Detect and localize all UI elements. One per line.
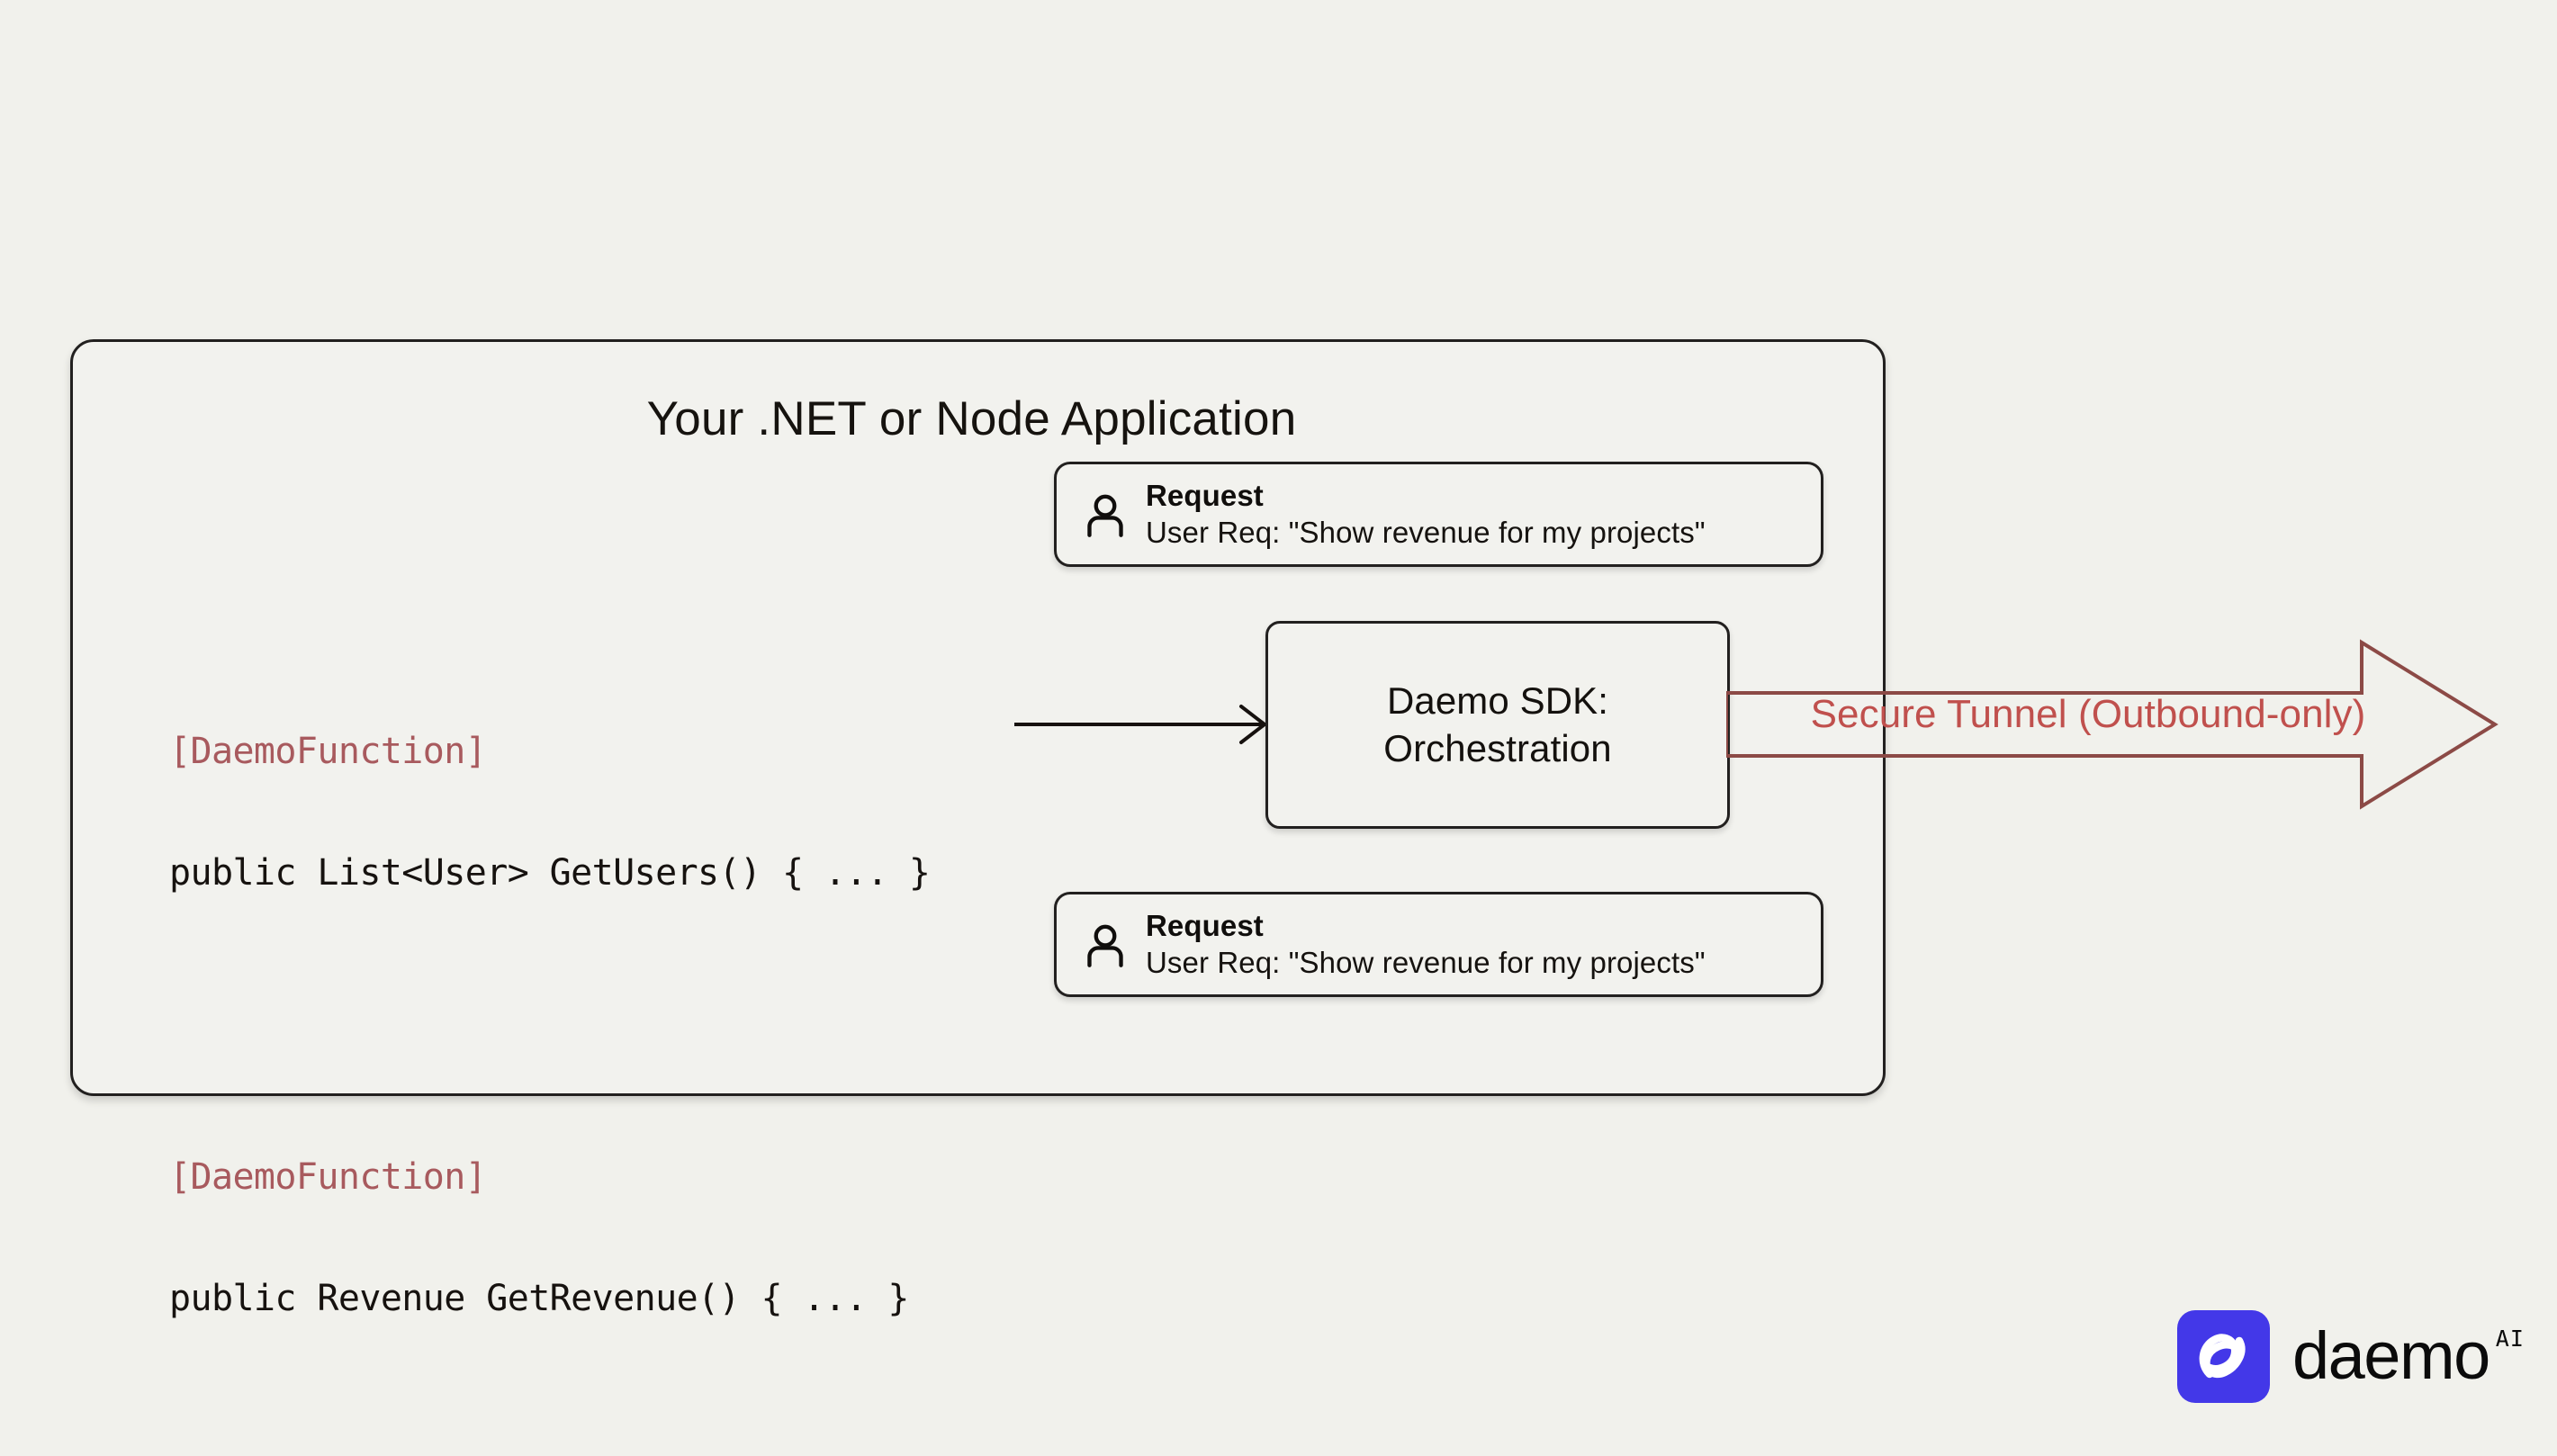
brand-logo: daemo AI bbox=[2177, 1310, 2525, 1403]
request-card-top: Request User Req: "Show revenue for my p… bbox=[1054, 462, 1823, 567]
request-card-bottom: Request User Req: "Show revenue for my p… bbox=[1054, 892, 1823, 997]
request-text-block: Request User Req: "Show revenue for my p… bbox=[1146, 908, 1706, 981]
sdk-title-line2: Orchestration bbox=[1383, 726, 1612, 769]
request-title: Request bbox=[1146, 479, 1264, 513]
code-snippet: [DaemoFunction] public List<User> GetUse… bbox=[169, 589, 931, 1456]
secure-tunnel-arrow-icon bbox=[1726, 639, 2498, 810]
code-attribute-daemofunction: [DaemoFunction] bbox=[169, 1156, 487, 1198]
code-signature-getrevenue: public Revenue GetRevenue() { ... } bbox=[169, 1278, 909, 1319]
brand-superscript: AI bbox=[2495, 1326, 2525, 1353]
brand-wordmark: daemo AI bbox=[2292, 1318, 2525, 1394]
request-text-block: Request User Req: "Show revenue for my p… bbox=[1146, 478, 1706, 551]
code-attribute-daemofunction: [DaemoFunction] bbox=[169, 731, 487, 772]
secure-tunnel-label: Secure Tunnel (Outbound-only) bbox=[1810, 692, 2366, 736]
brand-name: daemo bbox=[2292, 1318, 2490, 1394]
request-title: Request bbox=[1146, 909, 1264, 943]
application-title: Your .NET or Node Application bbox=[646, 392, 1297, 445]
user-icon bbox=[1087, 494, 1123, 537]
code-group-getrevenue: [DaemoFunction] public Revenue GetRevenu… bbox=[169, 1087, 930, 1389]
request-body: User Req: "Show revenue for my projects" bbox=[1146, 945, 1706, 979]
code-signature-getusers: public List<User> GetUsers() { ... } bbox=[169, 852, 931, 894]
sdk-orchestration-box: Daemo SDK: Orchestration bbox=[1265, 621, 1730, 829]
user-icon bbox=[1087, 924, 1123, 967]
code-group-getusers: [DaemoFunction] public List<User> GetUse… bbox=[169, 661, 931, 963]
daemo-knot-logo-icon bbox=[2177, 1310, 2270, 1403]
request-body: User Req: "Show revenue for my projects" bbox=[1146, 515, 1706, 549]
arrow-right-icon bbox=[1014, 705, 1266, 744]
sdk-title-line1: Daemo SDK: bbox=[1386, 679, 1609, 722]
